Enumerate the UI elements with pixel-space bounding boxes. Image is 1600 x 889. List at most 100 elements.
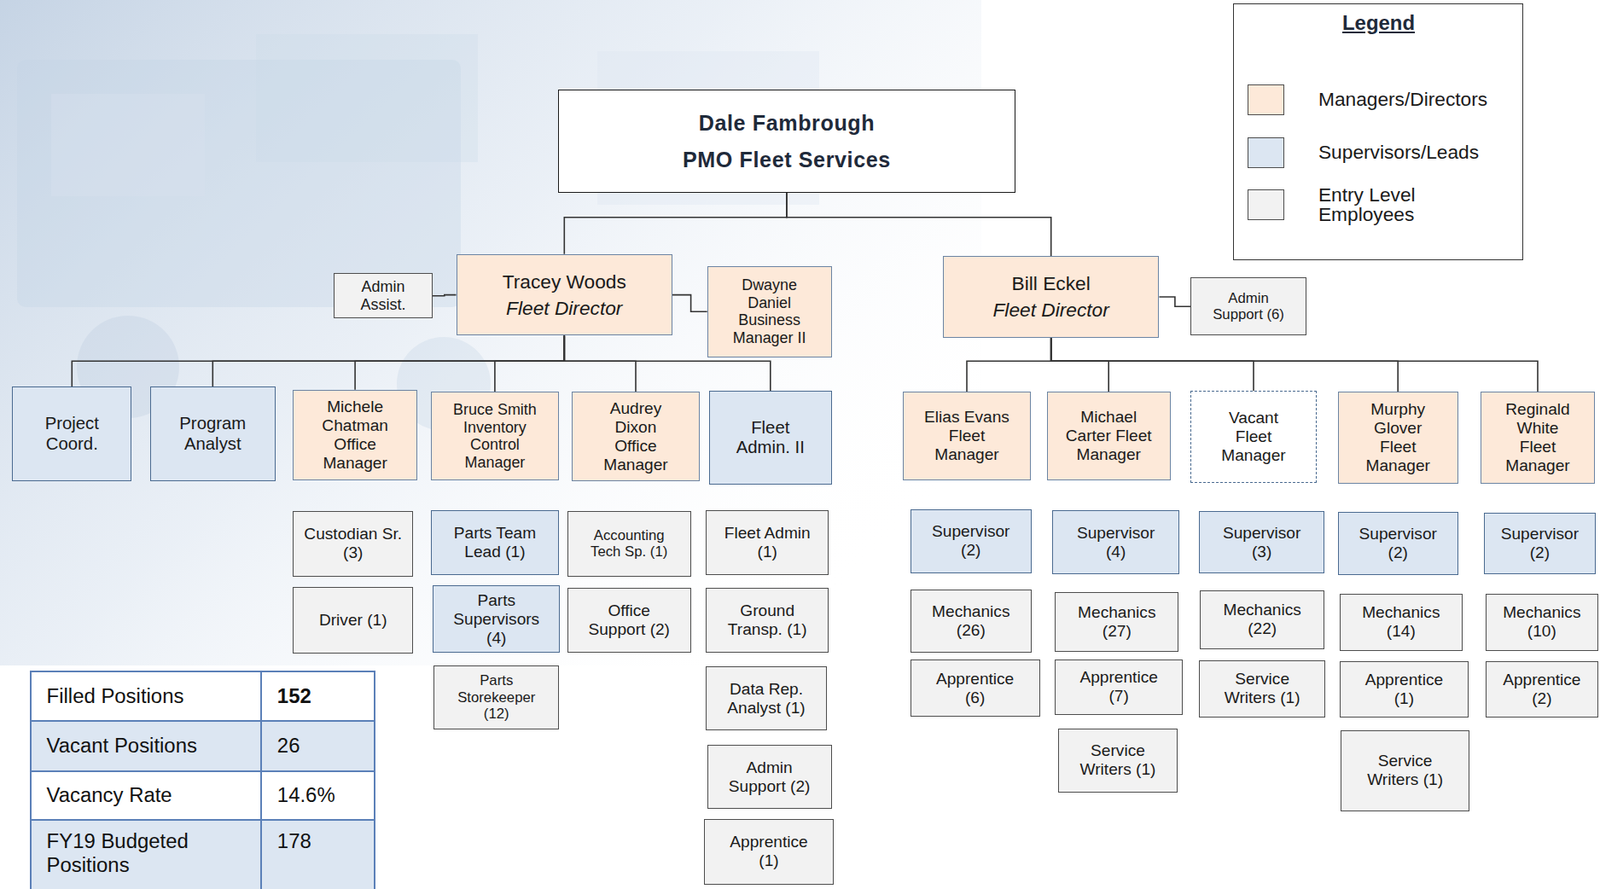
node-title: Supervisor (2) <box>1349 524 1448 563</box>
node-title: Admin Support (2) <box>720 758 819 797</box>
staff-box: Mechanics (26) <box>910 589 1032 653</box>
manager-box: Tracey WoodsFleet Director <box>456 254 674 337</box>
table-cell: 14.6% <box>260 770 376 821</box>
org-connector <box>432 295 457 297</box>
supervisor-box: Supervisor (2) <box>1338 512 1459 576</box>
node-title: Service Writers (1) <box>1069 741 1168 780</box>
org-connector <box>786 192 1052 256</box>
node-title: Vacant Fleet Manager <box>1212 408 1295 466</box>
node-subtitle: PMO Fleet Services <box>682 147 891 173</box>
legend-swatch <box>1247 84 1285 116</box>
manager-box: Michael Carter Fleet Manager <box>1047 391 1171 481</box>
legend-text: Entry Level Employees <box>1318 185 1441 227</box>
supervisor-box: Parts Team Lead (1) <box>430 510 560 576</box>
node-title: Admin Assist. <box>352 278 414 314</box>
staff-box: Driver (1) <box>292 587 414 655</box>
staff-box: Apprentice (6) <box>910 659 1041 717</box>
staff-box: Data Rep. Analyst (1) <box>705 666 827 731</box>
legend-text: Supervisors/Leads <box>1318 142 1479 163</box>
table-cell: 152 <box>260 670 376 723</box>
staff-box: Service Writers (1) <box>1058 728 1178 793</box>
node-title: Supervisor (4) <box>1066 523 1165 562</box>
node-title: Driver (1) <box>319 610 388 630</box>
table-text: Vacant Positions <box>46 733 198 759</box>
supervisor-box: Supervisor (2) <box>910 509 1032 574</box>
staff-box: Admin Assist. <box>333 273 433 319</box>
node-title: Mechanics (10) <box>1495 603 1589 641</box>
node-title: Supervisor (2) <box>921 522 1020 560</box>
node-title: Apprentice (6) <box>925 669 1024 708</box>
manager-box: Reginald White Fleet Manager <box>1480 391 1595 484</box>
staff-box: Mechanics (14) <box>1339 593 1462 652</box>
table-cell: Vacancy Rate <box>29 770 262 821</box>
supervisor-box: Supervisor (4) <box>1052 510 1180 575</box>
node-title: Apprentice (1) <box>1355 670 1454 709</box>
node-title: Elias Evans Fleet Manager <box>918 407 1016 465</box>
node-title: Tracey Woods <box>502 270 627 293</box>
table-cell: 26 <box>260 720 376 773</box>
node-title: Michele Chatman Office Manager <box>311 397 399 473</box>
node-title: Bill Eckel <box>1012 272 1091 295</box>
supervisor-box: Supervisor (3) <box>1198 511 1325 574</box>
node-title: Apprentice (2) <box>1495 670 1589 709</box>
table-text: 26 <box>277 733 301 759</box>
node-subtitle: Fleet Director <box>506 296 623 320</box>
staff-box: Mechanics (27) <box>1054 592 1179 653</box>
table-text: 152 <box>277 684 312 710</box>
legend-swatch <box>1247 137 1285 169</box>
node-title: Supervisor (3) <box>1212 523 1311 562</box>
org-connector <box>966 337 1052 392</box>
node-title: Admin Support (6) <box>1212 290 1285 323</box>
node-title: Service Writers (1) <box>1355 751 1455 790</box>
manager-box: Bill EckelFleet Director <box>942 256 1160 338</box>
node-title: Parts Storekeeper (12) <box>447 672 546 722</box>
node-title: Parts Supervisors (4) <box>447 591 546 648</box>
staff-box: Mechanics (22) <box>1199 590 1325 649</box>
node-title: Ground Transp. (1) <box>718 601 817 640</box>
node-title: Dwayne Daniel Business Manager II <box>726 276 814 348</box>
table-text: 14.6% <box>277 783 336 809</box>
node-title: Fleet Admin. II <box>727 418 815 459</box>
node-title: Apprentice (1) <box>720 832 819 871</box>
staff-box: Apprentice (2) <box>1485 661 1599 718</box>
staff-box: Parts Storekeeper (12) <box>433 665 559 730</box>
org-connector <box>1158 296 1191 307</box>
node-title: Service Writers (1) <box>1213 669 1312 708</box>
node-title: Murphy Glover Fleet Manager <box>1356 400 1439 476</box>
node-title: Parts Team Lead (1) <box>446 523 545 562</box>
node-title: Supervisor (2) <box>1494 524 1587 563</box>
org-connector <box>672 295 708 313</box>
supervisor-box: Project Coord. <box>11 386 132 482</box>
legend-text: Managers/Directors <box>1318 89 1488 111</box>
table-cell: 178 <box>260 819 376 889</box>
node-title: Mechanics (27) <box>1067 603 1166 641</box>
node-title: Data Rep. Analyst (1) <box>717 680 816 718</box>
org-connector <box>564 192 787 255</box>
supervisor-box: Parts Supervisors (4) <box>432 585 560 653</box>
staff-box: Admin Support (6) <box>1190 277 1306 336</box>
staff-box: Admin Support (2) <box>707 744 832 809</box>
node-title: Office Support (2) <box>580 601 679 640</box>
node-title: Mechanics (14) <box>1351 603 1450 641</box>
staff-box: Custodian Sr. (3) <box>292 511 414 577</box>
org-connector <box>564 335 636 392</box>
node-title: Reginald White Fleet Manager <box>1496 400 1579 476</box>
manager-box: Dwayne Daniel Business Manager II <box>707 266 832 357</box>
manager-box: Bruce Smith Inventory Control Manager <box>430 391 560 481</box>
supervisor-box: Program Analyst <box>150 386 276 482</box>
legend-heading: Legend <box>1342 11 1415 35</box>
staff-box: Service Writers (1) <box>1340 730 1470 811</box>
node-title: Mechanics (22) <box>1213 600 1312 639</box>
node-subtitle: Fleet Director <box>992 298 1109 321</box>
table-cell: Filled Positions <box>29 670 262 723</box>
staff-box: Service Writers (1) <box>1198 660 1326 718</box>
org-connector <box>494 335 565 392</box>
staff-box: Apprentice (1) <box>1339 661 1469 718</box>
node-title: Project Coord. <box>28 413 116 454</box>
node-title: Program Analyst <box>168 413 256 454</box>
node-title: Accounting Tech Sp. (1) <box>580 527 679 560</box>
staff-box: Office Support (2) <box>567 587 692 654</box>
table-text: Vacancy Rate <box>46 783 173 809</box>
node-title: Michael Carter Fleet Manager <box>1059 407 1158 465</box>
